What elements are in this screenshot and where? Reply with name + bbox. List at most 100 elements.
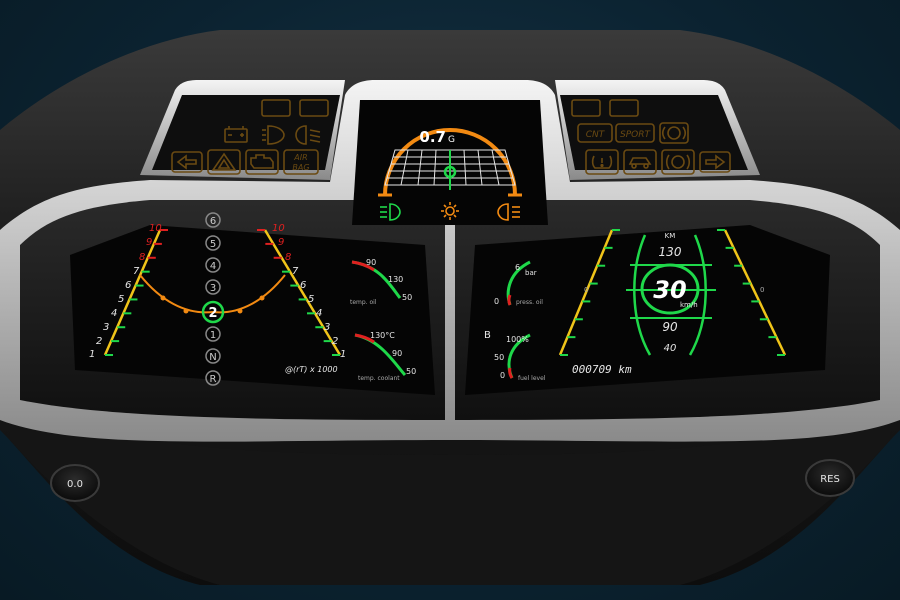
oil-pressure-gauge: 6 bar 0 press. oil: [494, 260, 543, 306]
g-unit: G: [448, 135, 455, 145]
left-screen: [70, 225, 435, 395]
fog-light-icon: [380, 203, 401, 221]
airbag-label-1: AIR: [293, 153, 307, 162]
gear-n-label: N: [209, 352, 216, 363]
gear-2-active: 2: [201, 300, 225, 324]
oil-pressure-caption: press. oil: [516, 299, 543, 306]
gear-r: R: [205, 370, 221, 386]
oil-temp-min: 50: [402, 293, 412, 302]
coolant-temp-mid: 90: [392, 349, 402, 358]
tacho-label-3: 3: [324, 322, 330, 333]
gear-active-label: 2: [208, 306, 217, 321]
airbag-label-2: BAG: [292, 163, 309, 172]
tacho-label-4: 4: [111, 308, 117, 319]
tacho-label-7: 7: [133, 266, 140, 277]
headlight-icon: [262, 125, 285, 145]
tacho-label-9: 9: [146, 237, 152, 248]
speed-unit: km/h: [680, 301, 698, 309]
tacho-label-6: 6: [300, 280, 306, 291]
tacho-label-3: 3: [103, 322, 109, 333]
gear-4: 4: [205, 257, 221, 273]
tacho-left-line: [103, 229, 162, 356]
tacho-label-4: 4: [316, 308, 322, 319]
brake-warning-icon: [661, 149, 695, 175]
speed-value: 30: [653, 276, 686, 304]
right-screen: [465, 225, 830, 395]
tacho-label-6: 6: [125, 280, 131, 291]
speed-mark-90: 90: [662, 320, 678, 334]
tacho-label-9: 9: [278, 237, 284, 248]
blank-tile: [261, 99, 291, 117]
tacho-curve-dots: [160, 295, 265, 314]
tire-pressure-icon: [585, 149, 619, 175]
fuel-gauge: 100% 50 0 fuel level: [494, 333, 546, 382]
speedo-left-line: [558, 229, 614, 356]
tacho-label-8: 8: [139, 252, 145, 263]
g-meter-dot: [443, 165, 457, 179]
tacho-label-10: 10: [272, 223, 285, 234]
top-left-icons: [171, 99, 329, 175]
gear-3-label: 3: [210, 283, 216, 294]
tacho-label-1: 1: [340, 349, 346, 360]
right-arrow-icon: [699, 151, 731, 173]
odometer: 000709 km: [572, 363, 632, 376]
tacho-right-scale: 10 9 8 7 6 5 4 3 2 1: [272, 223, 346, 360]
left-trip-button-label: 0.0: [67, 479, 83, 490]
g-meter: 0.7 G: [378, 128, 522, 221]
coolant-temp-caption: temp. coolant: [358, 375, 400, 382]
fuel-caption: fuel level: [518, 375, 546, 382]
coolant-temp-max: 130°C: [370, 331, 395, 340]
rear-fog-light-icon: [497, 203, 520, 221]
fuel-min: 0: [500, 371, 505, 380]
gear-1-label: 1: [210, 330, 216, 341]
gear-5: 5: [205, 235, 221, 251]
blank-tile: [299, 99, 329, 117]
tacho-label-8: 8: [285, 252, 291, 263]
oil-temp-mid: 130: [388, 275, 403, 284]
reset-button-label: RES: [820, 474, 840, 485]
tacho-label-1: 1: [89, 349, 95, 360]
abs-icon: [283, 149, 319, 175]
gear-5-label: 5: [210, 239, 216, 250]
gear-1: 1: [205, 326, 221, 342]
engine-check-icon: [245, 149, 279, 175]
blank-tile: [609, 99, 639, 117]
low-beam-icon: [295, 125, 321, 145]
left-arrow-icon: [171, 151, 203, 173]
gear-n: N: [205, 348, 221, 364]
oil-temp-caption: temp. oil: [350, 299, 377, 306]
speed-mark-40: 40: [664, 343, 677, 354]
oil-pressure-min: 0: [494, 297, 499, 306]
speed-gauge: 30 km/h KM 130 90 40: [626, 232, 716, 356]
sun-icon: [441, 202, 459, 220]
coolant-temp-min: 50: [406, 367, 416, 376]
speed-top-label: KM: [665, 232, 676, 240]
tacho-label-10: 10: [149, 223, 162, 234]
speed-mark-130: 130: [659, 245, 682, 259]
fuel-max: 100%: [506, 335, 529, 344]
cnt-label: CNT: [586, 130, 606, 140]
reset-button[interactable]: RES: [805, 459, 855, 497]
gear-r-label: R: [210, 374, 217, 385]
gear-3: 3: [205, 279, 221, 295]
oil-pressure-max: 6: [515, 263, 520, 272]
oil-pressure-unit: bar: [525, 269, 537, 277]
tacho-left-scale: 10 9 8 7 6 5 4 3 2 1: [89, 223, 162, 360]
battery-icon: [224, 126, 248, 143]
rpm-readout: @(rT) x 1000: [285, 365, 338, 374]
speed-side-marker-right: 0: [760, 286, 764, 294]
g-meter-arc: [383, 128, 517, 196]
left-trip-button[interactable]: 0.0: [50, 464, 100, 502]
top-right-icons: [571, 99, 731, 175]
speed-side-marker-left: 0: [584, 286, 588, 294]
speedo-ticks: [560, 229, 785, 356]
sport-badge: [615, 123, 655, 143]
brake-icon: [659, 122, 689, 144]
tacho-label-2: 2: [332, 336, 338, 347]
tacho-ticks: [105, 229, 340, 356]
gear-column: 6 5 4 3 2 1 N R: [201, 212, 225, 386]
tacho-right-line: [263, 229, 342, 356]
speed-ring: [640, 263, 700, 315]
